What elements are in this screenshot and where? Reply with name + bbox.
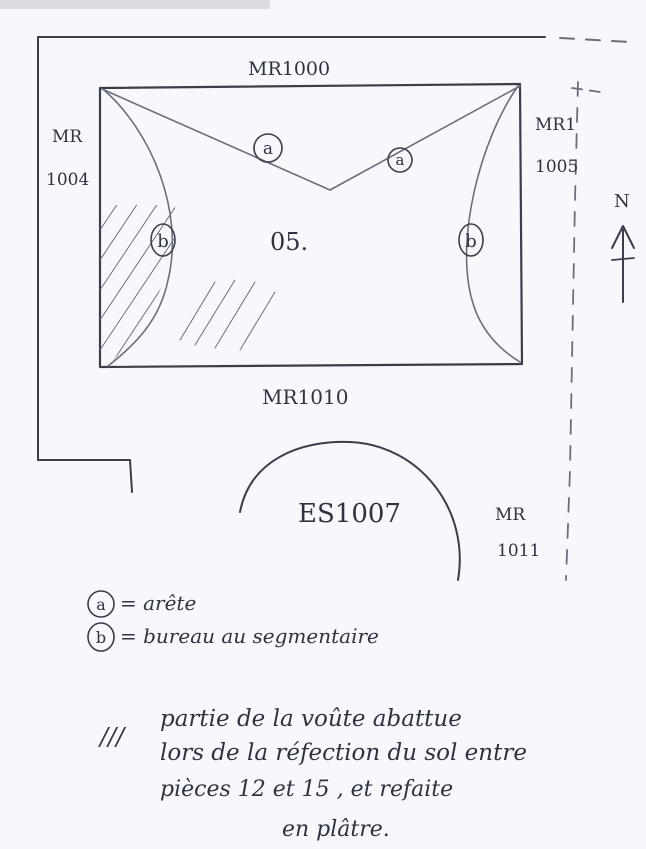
segmental-curve-right bbox=[465, 85, 521, 363]
svg-text:lors de la réfection du sol en: lors de la réfection du sol entre bbox=[160, 740, 527, 766]
svg-text:a: a bbox=[263, 139, 273, 159]
svg-text:en plâtre.: en plâtre. bbox=[282, 817, 390, 842]
segmental-curve-left bbox=[103, 89, 174, 367]
svg-text:b: b bbox=[465, 231, 477, 252]
svg-text:pièces 12 et 15 , et refaite: pièces 12 et 15 , et refaite bbox=[160, 777, 453, 802]
room-outline bbox=[98, 82, 524, 369]
wall-label-southeast-2: 1011 bbox=[497, 541, 540, 561]
svg-text:b: b bbox=[157, 231, 169, 252]
wall-label-east-2: 1005 bbox=[535, 157, 578, 177]
room-number: 05. bbox=[270, 228, 308, 256]
svg-text:N: N bbox=[614, 191, 630, 212]
legend-hatch: /// partie de la voûte abattue lors de l… bbox=[98, 706, 527, 842]
demolished-vault-hatch-2 bbox=[179, 279, 276, 351]
marker-b-right: b bbox=[458, 223, 484, 257]
scan-top-bar bbox=[0, 0, 270, 9]
svg-text:///: /// bbox=[98, 723, 127, 751]
es1007-label: ES1007 bbox=[298, 499, 401, 529]
wall-label-west-2: 1004 bbox=[46, 170, 89, 190]
arete-line-left bbox=[101, 88, 331, 191]
inner-dashed-corner bbox=[571, 87, 601, 93]
marker-a-right: a bbox=[387, 147, 413, 173]
svg-text:a: a bbox=[396, 151, 405, 169]
legend-a: a = arête bbox=[87, 590, 196, 618]
outer-wall-dashed bbox=[559, 37, 631, 43]
es1007-arc bbox=[239, 440, 461, 581]
east-dashed-wall bbox=[565, 81, 579, 581]
arete-line-right bbox=[329, 85, 521, 191]
svg-text:a: a bbox=[96, 595, 106, 614]
wall-label-south: MR1010 bbox=[262, 385, 348, 409]
marker-b-left: b bbox=[150, 223, 176, 257]
wall-label-southeast-1: MR bbox=[495, 505, 526, 525]
wall-label-east-1: MR1 bbox=[535, 115, 576, 135]
svg-text:b: b bbox=[96, 628, 106, 647]
wall-label-west-1: MR bbox=[52, 127, 83, 147]
svg-text:= bureau au segmentaire: = bureau au segmentaire bbox=[120, 624, 379, 648]
svg-text:= arête: = arête bbox=[120, 591, 196, 615]
wall-label-north: MR1000 bbox=[248, 58, 330, 80]
svg-text:partie de la voûte abattue: partie de la voûte abattue bbox=[160, 706, 462, 732]
marker-a-left: a bbox=[253, 133, 283, 163]
outer-wall-line bbox=[37, 36, 546, 493]
legend-b: b = bureau au segmentaire bbox=[87, 622, 379, 652]
north-arrow: N bbox=[611, 191, 635, 303]
